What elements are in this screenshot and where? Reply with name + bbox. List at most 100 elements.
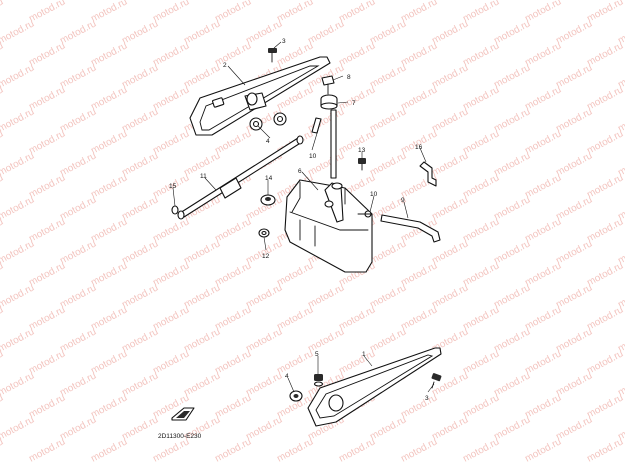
- watermark-text: motod.ru: [275, 304, 315, 332]
- rod: [177, 135, 304, 220]
- watermark-text: motod.ru: [492, 326, 532, 354]
- watermark-text: motod.ru: [554, 326, 594, 354]
- watermark-text: motod.ru: [585, 172, 625, 200]
- watermark-text: motod.ru: [337, 304, 377, 332]
- watermark-text: motod.ru: [461, 260, 501, 288]
- watermark-text: motod.ru: [213, 392, 253, 420]
- watermark-text: motod.ru: [213, 260, 253, 288]
- callout-3-lower: 3: [425, 395, 429, 402]
- callout-10-lower: 10: [370, 191, 378, 198]
- watermark-text: motod.ru: [244, 326, 284, 354]
- watermark-text: motod.ru: [89, 0, 129, 25]
- watermark-text: motod.ru: [89, 172, 129, 200]
- watermark-text: motod.ru: [120, 18, 160, 46]
- watermark-text: motod.ru: [554, 414, 594, 442]
- watermark-text: motod.ru: [89, 260, 129, 288]
- watermark-text: motod.ru: [27, 40, 67, 68]
- watermark-text: motod.ru: [120, 282, 160, 310]
- watermark-text: motod.ru: [244, 18, 284, 46]
- watermark-text: motod.ru: [430, 238, 470, 266]
- watermark-text: motod.ru: [461, 0, 501, 25]
- front-direction-icon: [171, 407, 195, 421]
- watermark-text: motod.ru: [368, 62, 408, 90]
- watermark-text: motod.ru: [585, 40, 625, 68]
- watermark-text: motod.ru: [368, 414, 408, 442]
- callout-14: 14: [265, 175, 273, 182]
- clip-15: [171, 205, 179, 215]
- callout-13: 13: [358, 147, 366, 154]
- watermark-text: motod.ru: [399, 260, 439, 288]
- watermark-text: motod.ru: [27, 0, 67, 25]
- watermark-text: motod.ru: [430, 106, 470, 134]
- watermark-text: motod.ru: [151, 436, 191, 464]
- watermark-text: motod.ru: [461, 392, 501, 420]
- watermark-text: motod.ru: [151, 0, 191, 25]
- watermark-text: motod.ru: [523, 304, 563, 332]
- watermark-text: motod.ru: [585, 84, 625, 112]
- watermark-text: motod.ru: [585, 392, 625, 420]
- watermark-text: motod.ru: [58, 282, 98, 310]
- watermark-text: motod.ru: [337, 40, 377, 68]
- watermark-text: motod.ru: [523, 392, 563, 420]
- watermark-text: motod.ru: [399, 84, 439, 112]
- watermark-text: motod.ru: [430, 414, 470, 442]
- watermark-text: motod.ru: [120, 370, 160, 398]
- watermark-text: motod.ru: [492, 414, 532, 442]
- watermark-text: motod.ru: [492, 18, 532, 46]
- callout-4-lower: 4: [285, 373, 289, 380]
- watermark-text: motod.ru: [523, 0, 563, 25]
- watermark-text: motod.ru: [337, 84, 377, 112]
- watermark-text: motod.ru: [58, 414, 98, 442]
- bolt-upper: [268, 48, 277, 63]
- watermark-text: motod.ru: [213, 348, 253, 376]
- watermark-text: motod.ru: [461, 216, 501, 244]
- callout-7: 7: [352, 100, 356, 107]
- watermark-text: motod.ru: [151, 260, 191, 288]
- watermark-text: motod.ru: [461, 172, 501, 200]
- watermark-text: motod.ru: [89, 40, 129, 68]
- watermark-text: motod.ru: [492, 106, 532, 134]
- watermark-text: motod.ru: [27, 84, 67, 112]
- watermark-text: motod.ru: [492, 238, 532, 266]
- watermark-text: motod.ru: [120, 106, 160, 134]
- watermark-text: motod.ru: [0, 0, 5, 25]
- callout-2: 2: [223, 62, 227, 69]
- watermark-text: motod.ru: [0, 0, 36, 3]
- watermark-text: motod.ru: [0, 62, 36, 90]
- diagram-code: 2D11300-E230: [158, 433, 202, 440]
- watermark-text: motod.ru: [151, 40, 191, 68]
- watermark-text: motod.ru: [399, 40, 439, 68]
- watermark-text: motod.ru: [399, 128, 439, 156]
- watermark-text: motod.ru: [523, 348, 563, 376]
- grommet-14: [260, 194, 276, 206]
- watermark-text: motod.ru: [523, 216, 563, 244]
- callout-4-upper: 4: [266, 138, 270, 145]
- callout-3-upper: 3: [282, 38, 286, 45]
- watermark-text: motod.ru: [182, 18, 222, 46]
- watermark-text: motod.ru: [430, 194, 470, 222]
- watermark-text: motod.ru: [182, 370, 222, 398]
- watermark-text: motod.ru: [89, 128, 129, 156]
- watermark-text: motod.ru: [554, 238, 594, 266]
- watermark-text: motod.ru: [151, 84, 191, 112]
- watermark-text: motod.ru: [244, 414, 284, 442]
- watermark-text: motod.ru: [492, 194, 532, 222]
- watermark-text: motod.ru: [368, 18, 408, 46]
- watermark-text: motod.ru: [430, 18, 470, 46]
- watermark-text: motod.ru: [461, 348, 501, 376]
- watermark-text: motod.ru: [368, 282, 408, 310]
- watermark-text: motod.ru: [58, 370, 98, 398]
- watermark-text: motod.ru: [58, 326, 98, 354]
- watermark-text: motod.ru: [523, 128, 563, 156]
- watermark-text: motod.ru: [58, 238, 98, 266]
- watermark-text: motod.ru: [151, 128, 191, 156]
- watermark-text: motod.ru: [585, 128, 625, 156]
- watermark-text: motod.ru: [89, 436, 129, 464]
- watermark-text: motod.ru: [213, 0, 253, 25]
- hose-9: [380, 214, 441, 243]
- watermark-text: motod.ru: [120, 414, 160, 442]
- watermark-text: motod.ru: [306, 282, 346, 310]
- watermark-text: motod.ru: [461, 436, 501, 464]
- tank: [284, 179, 373, 273]
- watermark-text: motod.ru: [89, 84, 129, 112]
